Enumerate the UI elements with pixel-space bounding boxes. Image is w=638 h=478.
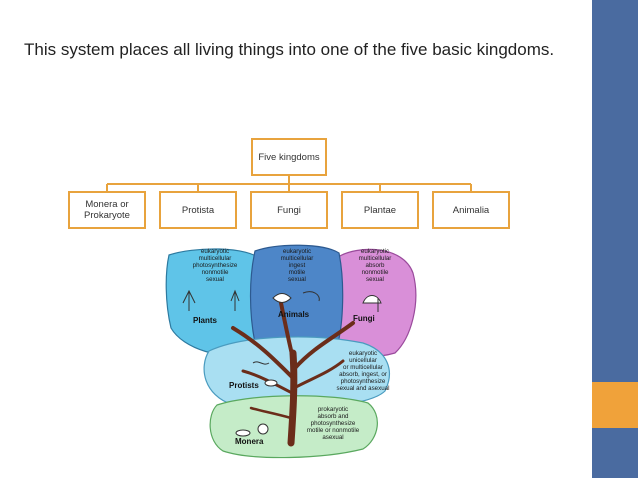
plants-trait: multicellular [199,255,232,262]
protists-trait: unicellular [349,357,377,364]
fungi-trait: absorb [366,262,385,269]
protists-trait: photosynthesize [341,378,386,385]
kingdom-node-monera: Monera or Prokaryote [68,191,146,229]
kingdom-label: Animalia [452,204,490,216]
fungi-trait: nonmotile [362,269,389,276]
slide-heading: This system places all living things int… [24,40,555,59]
monera-trait: photosynthesize [311,420,356,427]
protists-trait: absorb, ingest, or [339,371,387,378]
kingdom-node-plantae: Plantae [341,191,419,229]
kingdoms-tree-illustration: eukaryotic multicellular photosynthesize… [165,244,417,459]
monera-title: Monera [235,437,264,446]
animals-trait: eukaryotic [283,248,311,255]
plants-trait: photosynthesize [193,262,238,269]
plants-trait: sexual [206,276,224,283]
org-root-node: Five kingdoms [251,138,327,176]
fungi-trait: sexual [366,276,384,283]
monera-trait: prokaryotic [318,406,348,413]
animals-title: Animals [278,310,310,319]
animals-trait: motile [289,269,306,276]
fungi-trait: multicellular [359,255,392,262]
protists-trait: sexual and asexual [337,385,390,392]
fungi-title: Fungi [353,314,375,323]
fungi-trait: eukaryotic [361,248,389,255]
monera-trait: asexual [322,434,343,441]
kingdom-label: Fungi [277,204,301,216]
accent-block [592,382,638,428]
kingdom-node-fungi: Fungi [250,191,328,229]
animals-trait: sexual [288,276,306,283]
kingdom-label: Plantae [363,204,397,216]
monera-trait: motile or nonmotile [307,427,360,434]
org-root-label: Five kingdoms [258,151,320,163]
plants-trait: nonmotile [202,269,229,276]
monera-trait: absorb and [318,413,350,420]
protists-trait: or multicellular [343,364,383,371]
animals-trait: multicellular [281,255,314,262]
plants-trait: eukaryotic [201,248,229,255]
kingdom-label: Protista [181,204,215,216]
kingdom-label: Monera or Prokaryote [84,199,130,221]
animals-trait: ingest [289,262,306,269]
plants-title: Plants [193,316,218,325]
protists-trait: eukaryotic [349,350,377,357]
kingdom-node-animalia: Animalia [432,191,510,229]
kingdom-node-protista: Protista [159,191,237,229]
protists-title: Protists [229,381,259,390]
